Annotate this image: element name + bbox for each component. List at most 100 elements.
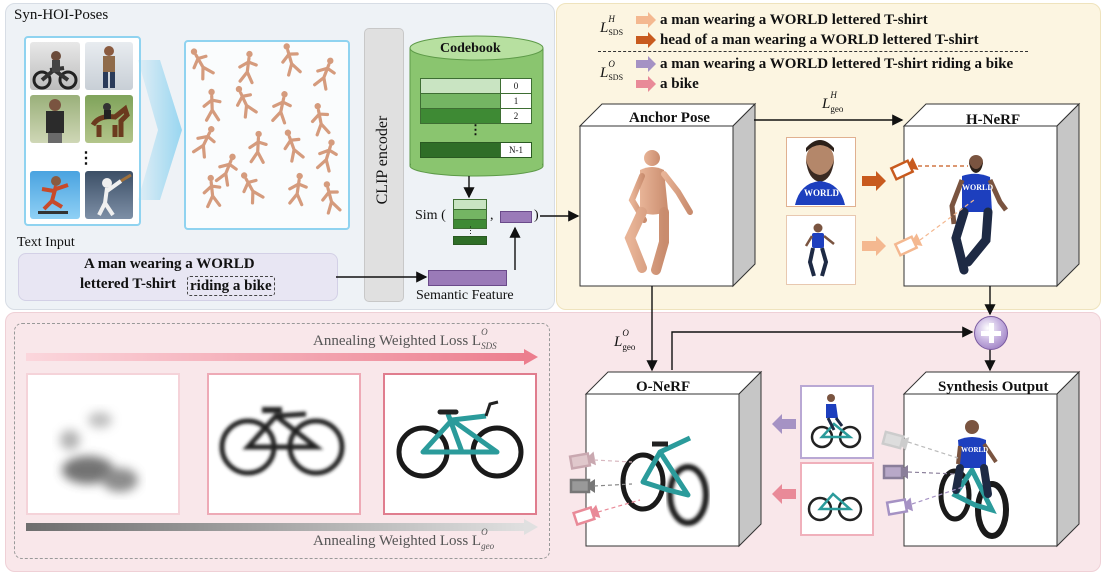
arrow-bike-render (772, 484, 796, 504)
photo-skateboard (30, 171, 80, 219)
camera-onerf-1 (568, 451, 596, 470)
photo-grid-ellipsis: ⋮ (78, 150, 94, 167)
h-prompt-1: a man wearing a WORLD lettered T-shirt (660, 12, 928, 28)
progress-frame-mid (207, 373, 361, 515)
arrow-onerf-to-plus (671, 326, 974, 370)
prompt-line-2a: lettered T-shirt (80, 276, 176, 292)
pose-figure (202, 88, 222, 122)
ray-hnerf-body (919, 199, 975, 241)
pose-figure (202, 174, 222, 209)
sim-stack-last (453, 236, 487, 245)
codebook-row-n-1: N-1 (420, 142, 532, 158)
pose-figure (248, 130, 268, 164)
syn-hoi-poses-title: Syn-HOI-Poses (14, 7, 109, 23)
ray-onerf-1 (593, 459, 633, 463)
pose-figure (315, 139, 338, 173)
loss-divider (598, 51, 1028, 52)
head-shirt-text: WORLD (804, 188, 840, 198)
anchor-pose-title: Anchor Pose (629, 110, 710, 126)
pose-figure (283, 129, 305, 163)
semantic-feature-bar (428, 270, 507, 286)
pose-figure (214, 153, 238, 187)
codebook-title: Codebook (440, 41, 501, 56)
o-nerf-title: O-NeRF (636, 379, 691, 395)
clip-encoder-block (364, 28, 404, 302)
camera-onerf-3 (572, 504, 601, 527)
camera-synth-1 (881, 430, 910, 451)
camera-hnerf-body (893, 233, 923, 257)
pose-figure (310, 103, 331, 137)
pose-figure-group (190, 43, 342, 215)
codebook-row-2: 2 (420, 108, 532, 124)
text-input-title: Text Input (17, 235, 75, 250)
ray-onerf-2 (593, 483, 633, 487)
prompt-line-1: A man wearing a WORLD (84, 256, 255, 272)
h-prompt-2: head of a man wearing a WORLD lettered T… (660, 32, 979, 48)
photo-motorcycle (30, 42, 80, 90)
codebook-ellipsis: ⋮ (469, 122, 482, 137)
sim-stack (453, 199, 487, 229)
sim-close: ) (534, 208, 539, 223)
o-prompt-1: a man wearing a WORLD lettered T-shirt r… (660, 56, 1014, 72)
pose-figure (235, 85, 258, 119)
ray-synth-3 (911, 485, 967, 505)
photo-backpack (30, 95, 80, 143)
h-nerf-title: H-NeRF (966, 112, 1021, 128)
pose-figure (271, 91, 292, 125)
arrow-rider-render (772, 414, 796, 434)
sim-comma: , (490, 208, 494, 223)
pose-figure (191, 126, 216, 159)
ray-synth-1 (907, 441, 959, 459)
pose-figure (313, 57, 336, 91)
camera-synth-3 (885, 497, 913, 516)
pose-figure (190, 48, 215, 81)
photo-horse (85, 95, 133, 143)
camera-synth-2 (882, 464, 908, 480)
render-rider-thumb (800, 385, 874, 459)
pose-figure (288, 172, 308, 207)
semantic-feature-label: Semantic Feature (416, 288, 514, 303)
camera-onerf-2 (569, 478, 595, 494)
photo-baseball (85, 171, 133, 219)
progress-frame-early (26, 373, 180, 515)
annealing-frame (14, 323, 550, 559)
o-prompt-2: a bike (660, 76, 699, 92)
arrow-head-render (862, 171, 886, 191)
synthesis-output-title: Synthesis Output (938, 379, 1049, 395)
pose-figure (321, 181, 342, 215)
text-input-box (18, 253, 338, 301)
synthesis-shirt-text: WORLD (961, 446, 989, 454)
combine-plus-icon (974, 316, 1008, 350)
ray-onerf-3 (597, 499, 641, 513)
arrow-body-render (862, 236, 886, 256)
sim-stack-ellipsis: ⋮ (466, 225, 475, 235)
sim-semantic-vector (500, 211, 532, 223)
ray-synth-2 (907, 471, 957, 475)
pose-figure (240, 172, 265, 205)
sim-label: Sim ( (415, 208, 446, 223)
photo-standing-man (85, 42, 133, 90)
pose-figure (281, 43, 302, 77)
hnerf-shirt-text: WORLD (962, 183, 994, 192)
